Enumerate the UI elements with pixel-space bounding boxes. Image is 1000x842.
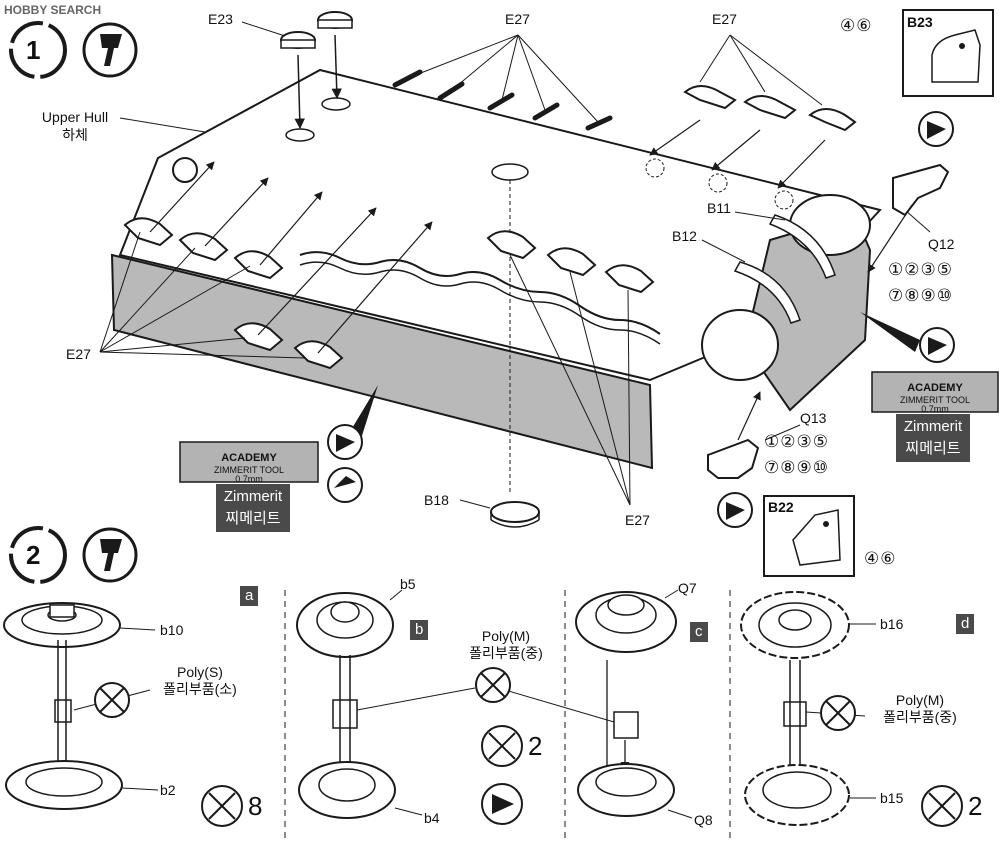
view-icons — [327, 111, 955, 528]
zimmerit-tool-size-right: 0.7mm — [921, 404, 949, 414]
label-poly-s: Poly(S) — [177, 664, 223, 680]
label-b2: b2 — [160, 782, 176, 798]
zimmerit-tool-right — [871, 371, 999, 462]
cement-icon — [82, 22, 138, 78]
step-1-badge — [9, 21, 67, 79]
wheel-assembly-c — [504, 589, 693, 819]
b23-variant-marks: ④⑥ — [840, 16, 873, 35]
label-b5: b5 — [400, 576, 416, 592]
q12-variant-marks-row2: ⑦⑧⑨⑩ — [888, 286, 953, 305]
quantity-d: 2 — [968, 791, 983, 821]
label-e27-bottom: E27 — [625, 512, 650, 528]
label-b15: b15 — [880, 790, 904, 806]
q12-part — [867, 163, 950, 273]
b22-variant-marks: ④⑥ — [864, 549, 897, 568]
q13-variant-marks-row1: ①②③⑤ — [764, 432, 829, 451]
label-b23: B23 — [907, 14, 933, 30]
quantity-bc: 2 — [528, 731, 543, 761]
label-poly-s-ko: 폴리부품(소) — [163, 681, 237, 697]
label-b12: B12 — [672, 228, 697, 244]
quantity-a: 8 — [248, 791, 263, 821]
label-q12: Q12 — [928, 236, 955, 252]
wheel-assembly-a — [3, 602, 159, 810]
subassembly-c-tag: c — [690, 622, 708, 642]
zimmerit-label-right-ko: 찌메리트 — [905, 440, 961, 457]
step-1-number: 1 — [26, 35, 41, 65]
step-2-number: 2 — [26, 540, 41, 570]
zimmerit-tool-name-right: ZIMMERIT TOOL — [899, 395, 970, 405]
b18-plug — [459, 499, 540, 528]
label-b22: B22 — [768, 499, 794, 515]
zimmerit-tool-name-left: ZIMMERIT TOOL — [213, 465, 284, 475]
e27-handles-top — [392, 34, 857, 189]
label-leaders — [119, 21, 931, 441]
zimmerit-label-left-ko: 찌메리트 — [225, 510, 281, 527]
label-upper-hull: Upper Hull — [41, 109, 109, 125]
label-poly-m-2-ko: 폴리부품(중) — [883, 709, 957, 725]
label-e27-top-right: E27 — [712, 11, 737, 27]
label-q7: Q7 — [678, 580, 697, 596]
label-upper-hull-ko: 하체 — [62, 127, 88, 143]
label-b11: B11 — [707, 200, 731, 216]
upper-hull-drawing — [110, 68, 882, 495]
zimmerit-label-left: Zimmerit — [223, 488, 283, 505]
zimmerit-tool-brand-right: ACADEMY — [907, 382, 963, 394]
label-b16: b16 — [880, 616, 904, 632]
label-e27-left: E27 — [66, 346, 91, 362]
subassembly-d-tag: d — [956, 614, 975, 634]
zimmerit-tool-left — [179, 441, 319, 532]
label-poly-m-1-ko: 폴리부품(중) — [469, 645, 543, 661]
subassembly-b-tag: b — [410, 620, 429, 640]
label-b10: b10 — [160, 622, 184, 638]
watermark: HOBBY SEARCH — [4, 3, 102, 17]
zimmerit-tool-brand-left: ACADEMY — [221, 452, 277, 464]
b22-detail-box — [763, 495, 855, 577]
quantity-marks — [201, 725, 963, 827]
label-e23: E23 — [208, 11, 233, 27]
label-b18: B18 — [424, 492, 449, 508]
label-e27-top-left: E27 — [505, 11, 530, 27]
e23-cap-parts — [280, 11, 353, 130]
q13-variant-marks-row2: ⑦⑧⑨⑩ — [764, 458, 829, 477]
step-2-badge — [9, 526, 67, 584]
label-poly-m-1: Poly(M) — [481, 628, 531, 644]
subassembly-a-tag: a — [240, 586, 259, 606]
label-b4: b4 — [424, 810, 440, 826]
q12-variant-marks-row1: ①②③⑤ — [888, 260, 953, 279]
label-q13: Q13 — [800, 410, 827, 426]
label-poly-m-2: Poly(M) — [895, 692, 945, 708]
sprocket-assembly-d — [740, 591, 876, 826]
wheel-assembly-b — [296, 589, 476, 819]
q13-part — [707, 391, 761, 479]
b23-detail-box — [902, 9, 994, 97]
zimmerit-label-right: Zimmerit — [903, 418, 963, 435]
e27-handles-side — [99, 161, 655, 506]
cement-icon-2 — [82, 527, 138, 583]
zimmerit-tool-size-left: 0.7mm — [235, 474, 263, 484]
label-q8: Q8 — [694, 812, 713, 828]
no-cement-icons — [94, 667, 856, 731]
